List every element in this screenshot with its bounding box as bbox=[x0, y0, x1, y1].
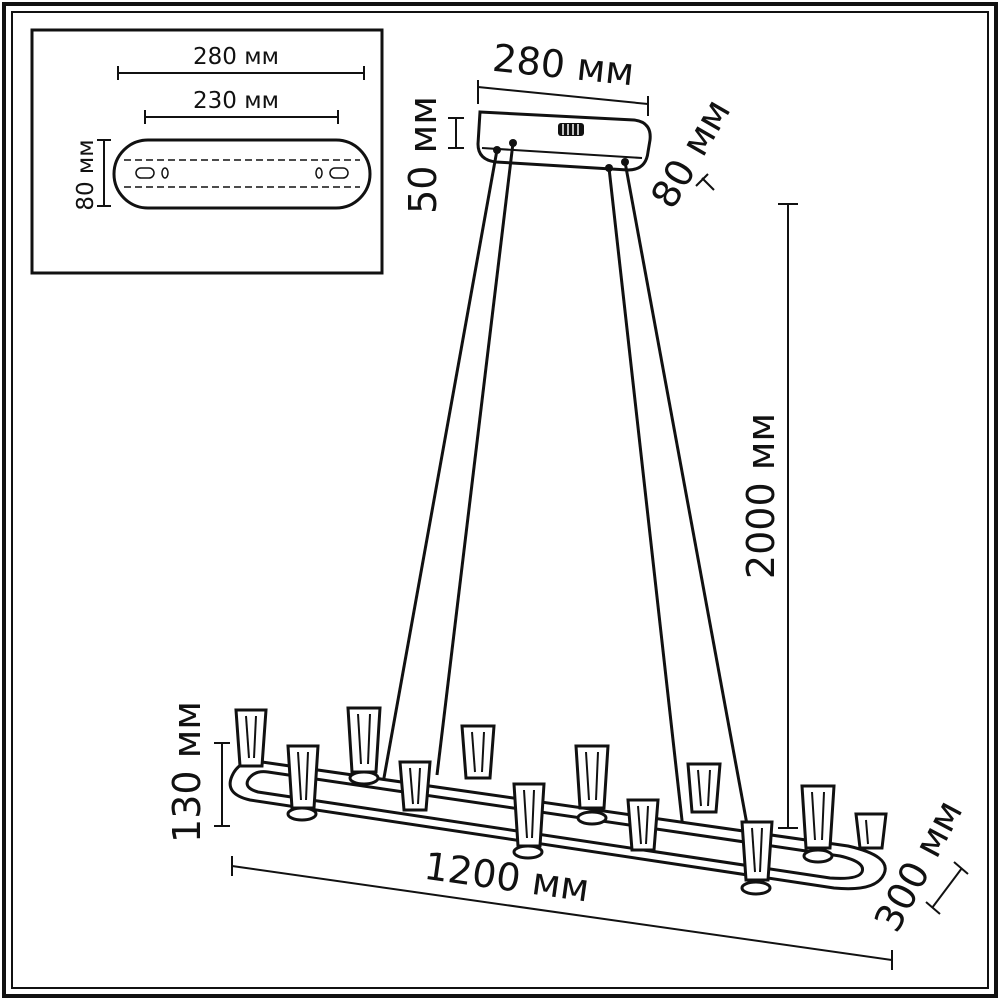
inset-slot-right-icon bbox=[329, 167, 349, 179]
canopy-height-dim: 50 мм bbox=[401, 96, 464, 214]
light-head-4 bbox=[574, 744, 610, 826]
light-head-8 bbox=[286, 744, 320, 822]
light-head-7 bbox=[854, 812, 888, 850]
light-heads bbox=[234, 706, 888, 896]
canopy-depth-label: 80 мм bbox=[642, 91, 739, 215]
light-head-9 bbox=[398, 760, 432, 812]
fixture-length-label: 1200 мм bbox=[421, 844, 592, 911]
canopy-bottom-edge bbox=[481, 147, 643, 159]
canopy-height-label: 50 мм bbox=[401, 96, 445, 214]
canopy-connector-icon bbox=[558, 123, 584, 136]
inner-frame bbox=[11, 11, 989, 989]
suspension-height-label: 2000 мм bbox=[739, 413, 783, 579]
inset-depth-label: 80 мм bbox=[73, 139, 99, 210]
canopy-length-label: 280 мм bbox=[490, 36, 636, 95]
canopy-top-view-inset: 280 мм 230 мм 80 мм bbox=[30, 28, 384, 275]
canopy-length-dim: 280 мм bbox=[477, 36, 649, 116]
inset-inner-length-label: 230 мм bbox=[193, 88, 279, 114]
suspension-height-dim: 2000 мм bbox=[739, 203, 798, 829]
cable-3 bbox=[607, 167, 688, 857]
cable-4 bbox=[623, 161, 750, 831]
canopy bbox=[476, 110, 652, 172]
canopy-depth-dim: 80 мм bbox=[642, 91, 739, 215]
light-head-2 bbox=[346, 706, 382, 786]
inset-canopy-outline bbox=[112, 138, 372, 210]
inset-outer-length-label: 280 мм bbox=[193, 44, 279, 70]
light-head-3 bbox=[460, 724, 496, 780]
fixture-ring bbox=[228, 759, 887, 891]
cable-2 bbox=[435, 142, 515, 776]
fixture-height-dim: 130 мм bbox=[165, 701, 230, 843]
ring-inner-edge bbox=[245, 770, 865, 880]
fixture-height-label: 130 мм bbox=[165, 701, 209, 843]
suspension-cables bbox=[378, 142, 750, 857]
light-head-10 bbox=[512, 782, 546, 860]
inset-hole-left-icon bbox=[161, 167, 169, 179]
light-head-1 bbox=[234, 708, 268, 768]
light-head-11 bbox=[626, 798, 660, 852]
cable-1 bbox=[378, 149, 499, 801]
inset-hole-right-icon bbox=[315, 167, 323, 179]
light-head-6 bbox=[800, 784, 836, 864]
inset-slot-left-icon bbox=[135, 167, 155, 179]
light-head-5 bbox=[686, 762, 722, 814]
light-head-12 bbox=[740, 820, 774, 896]
